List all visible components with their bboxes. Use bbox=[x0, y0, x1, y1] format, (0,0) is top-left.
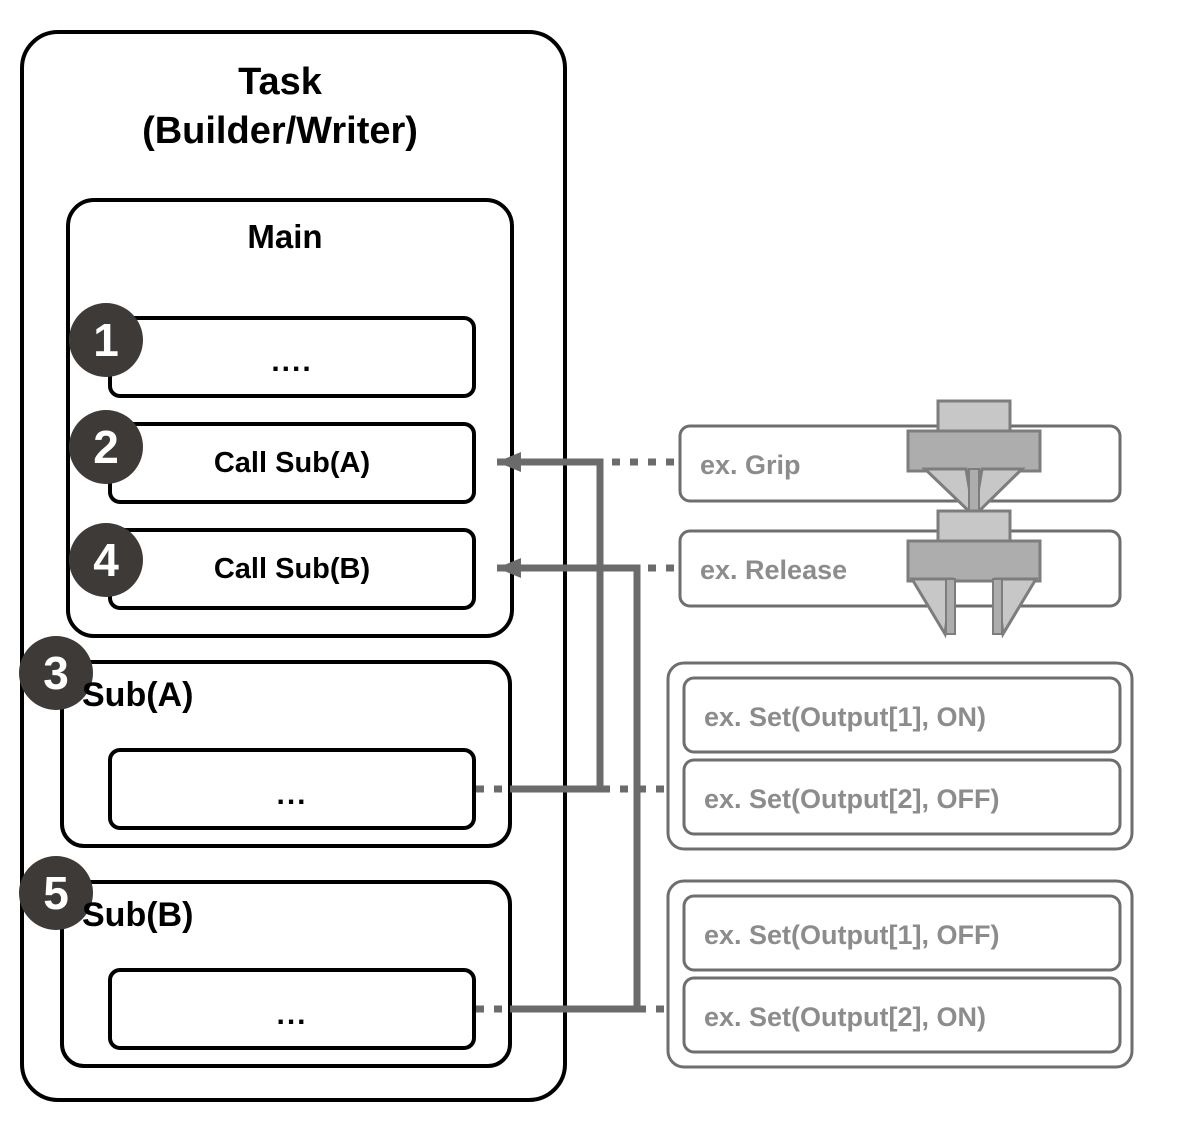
step-badge-3 bbox=[19, 636, 93, 710]
gripper-open-icon bbox=[906, 509, 1042, 639]
task-title-line-2: (Builder/Writer) bbox=[142, 109, 418, 152]
example-sub-a-item-1-box[interactable] bbox=[682, 758, 1122, 836]
example-sub-a-item-0-box[interactable] bbox=[682, 676, 1122, 754]
example-sub-b-item-0-label: ex. Set(Output[1], OFF) bbox=[704, 920, 1000, 950]
example-release-label: ex. Release bbox=[700, 555, 848, 585]
gripper-closed-icon bbox=[906, 399, 1042, 521]
step-2-label: Call Sub(A) bbox=[213, 447, 371, 479]
sub-a-body-label: ... bbox=[276, 778, 308, 811]
step-badge-3-number: 3 bbox=[43, 647, 69, 699]
task-title-line-1: Task bbox=[238, 61, 322, 103]
step-badge-1-number: 1 bbox=[93, 314, 119, 366]
example-sub-b-item-1-label: ex. Set(Output[2], ON) bbox=[704, 1002, 986, 1032]
example-sub-a-item-1-label: ex. Set(Output[2], OFF) bbox=[704, 784, 1000, 814]
step-badge-5-number: 5 bbox=[43, 867, 69, 919]
step-badge-5 bbox=[19, 856, 93, 930]
main-container bbox=[66, 198, 514, 638]
main-title: Main bbox=[247, 218, 323, 255]
step-badge-4-number: 4 bbox=[93, 534, 119, 586]
example-sub-a-item-0-label: ex. Set(Output[1], ON) bbox=[704, 702, 986, 732]
sub-b-body-label: ... bbox=[276, 998, 308, 1031]
step-1-label: .... bbox=[271, 345, 313, 378]
sub-b-title: Sub(B) bbox=[82, 896, 194, 934]
sub-a-body-box[interactable] bbox=[108, 748, 476, 830]
task-title: Task (Builder/Writer) bbox=[60, 58, 500, 155]
step-badge-2 bbox=[69, 410, 143, 484]
step-4-label: Call Sub(B) bbox=[213, 553, 371, 585]
example-grip-label: ex. Grip bbox=[700, 450, 801, 480]
step-badge-1 bbox=[69, 303, 143, 377]
example-sub-b-item-0-box[interactable] bbox=[682, 894, 1122, 972]
step-badge-4 bbox=[69, 523, 143, 597]
step-badge-2-number: 2 bbox=[93, 421, 119, 473]
sub-b-body-box[interactable] bbox=[108, 968, 476, 1050]
example-sub-b-item-1-box[interactable] bbox=[682, 976, 1122, 1054]
sub-a-title: Sub(A) bbox=[82, 676, 194, 714]
